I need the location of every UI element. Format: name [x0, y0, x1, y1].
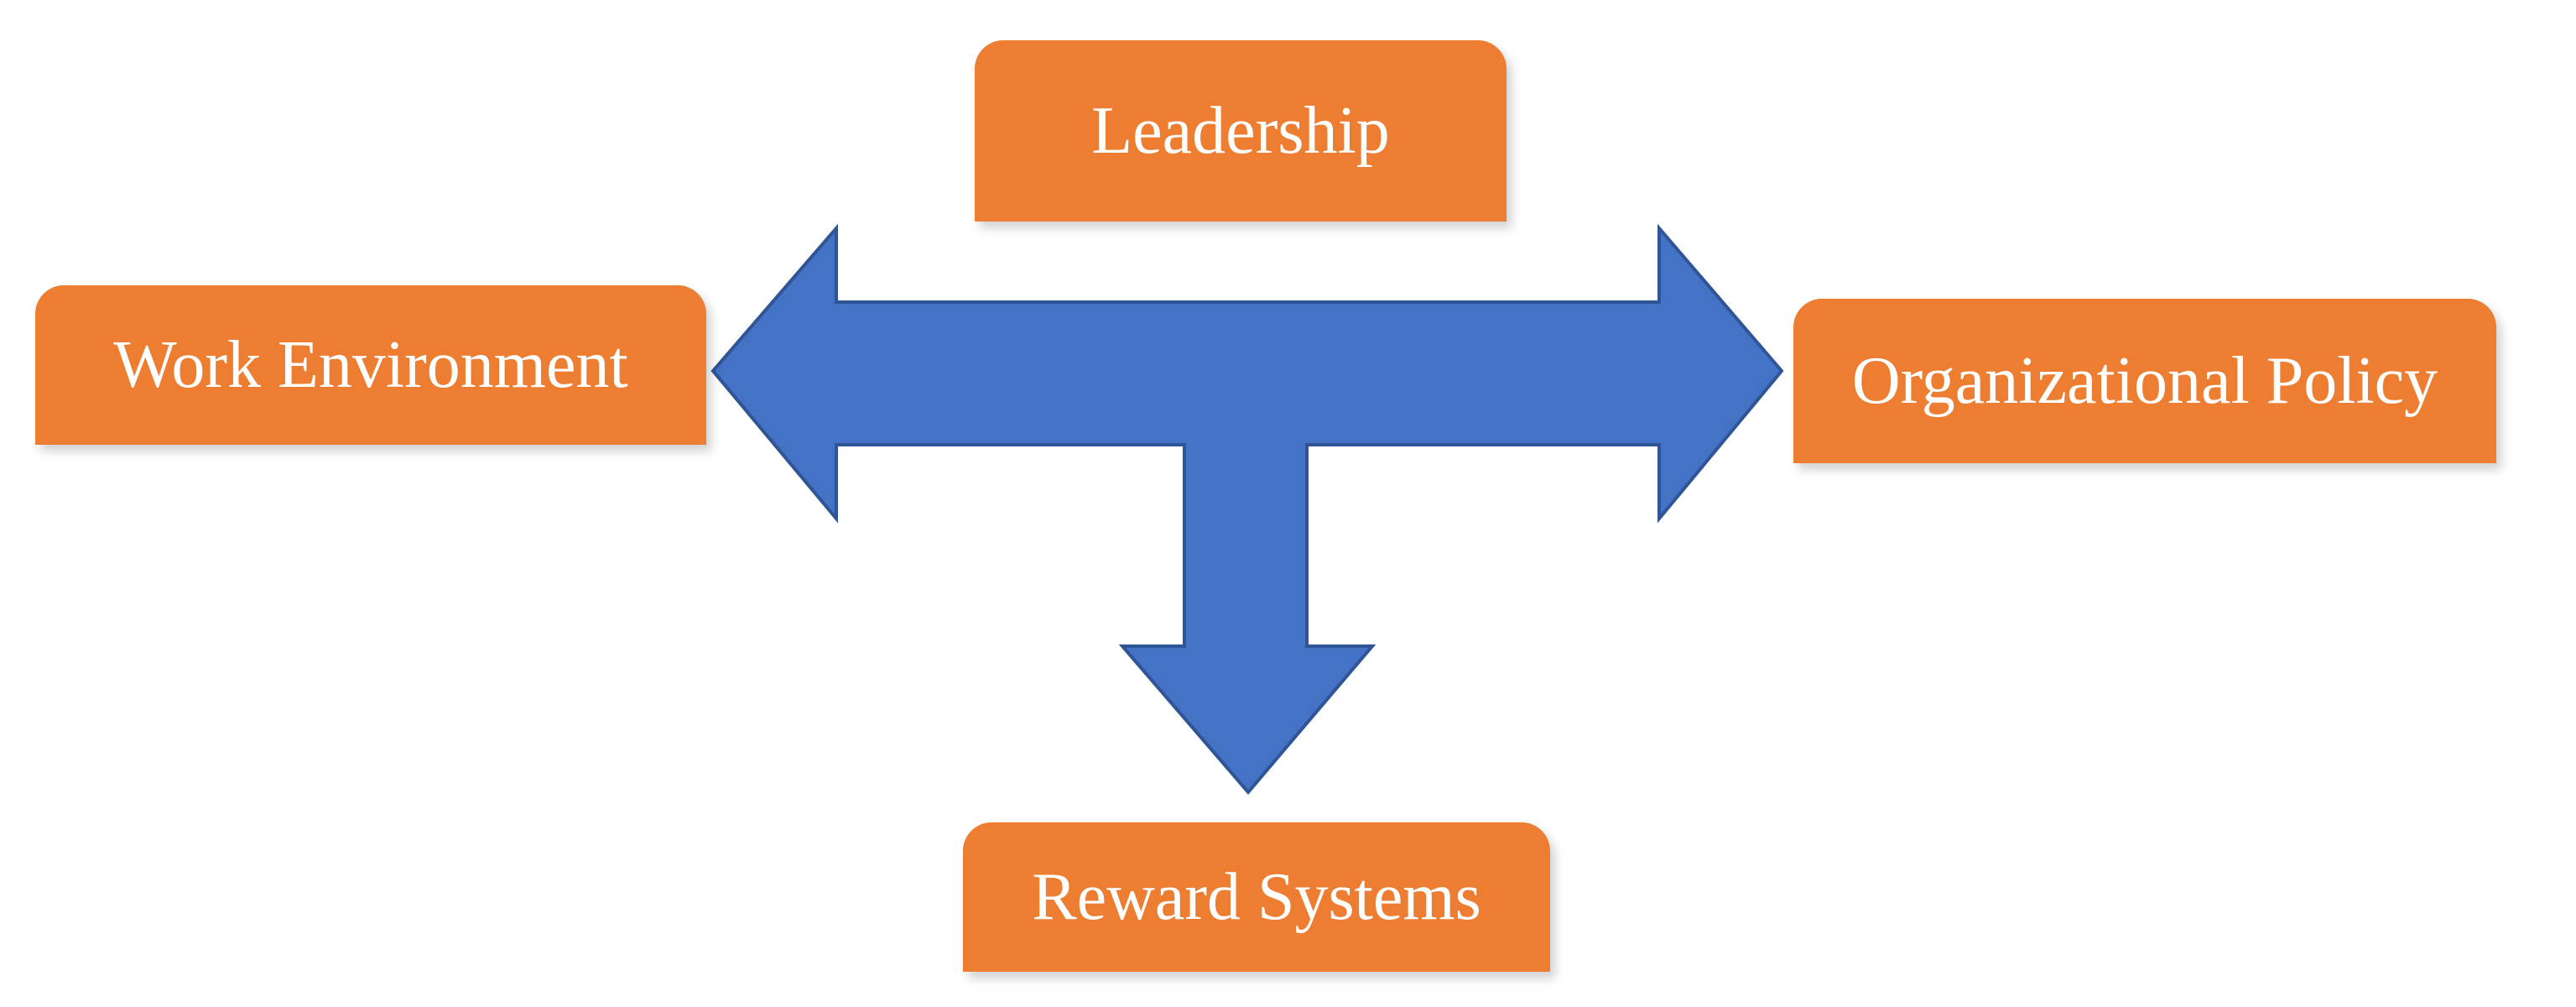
leadership-box: Leadership: [975, 40, 1507, 222]
three-way-arrow-shape: [710, 223, 1784, 796]
leadership-label: Leadership: [1091, 93, 1390, 168]
organizational-policy-box: Organizational Policy: [1793, 299, 2496, 463]
organizational-policy-label: Organizational Policy: [1851, 343, 2438, 418]
work-environment-label: Work Environment: [113, 327, 628, 402]
work-environment-box: Work Environment: [35, 285, 706, 445]
reward-systems-box: Reward Systems: [963, 822, 1550, 972]
reward-systems-label: Reward Systems: [1032, 859, 1481, 934]
